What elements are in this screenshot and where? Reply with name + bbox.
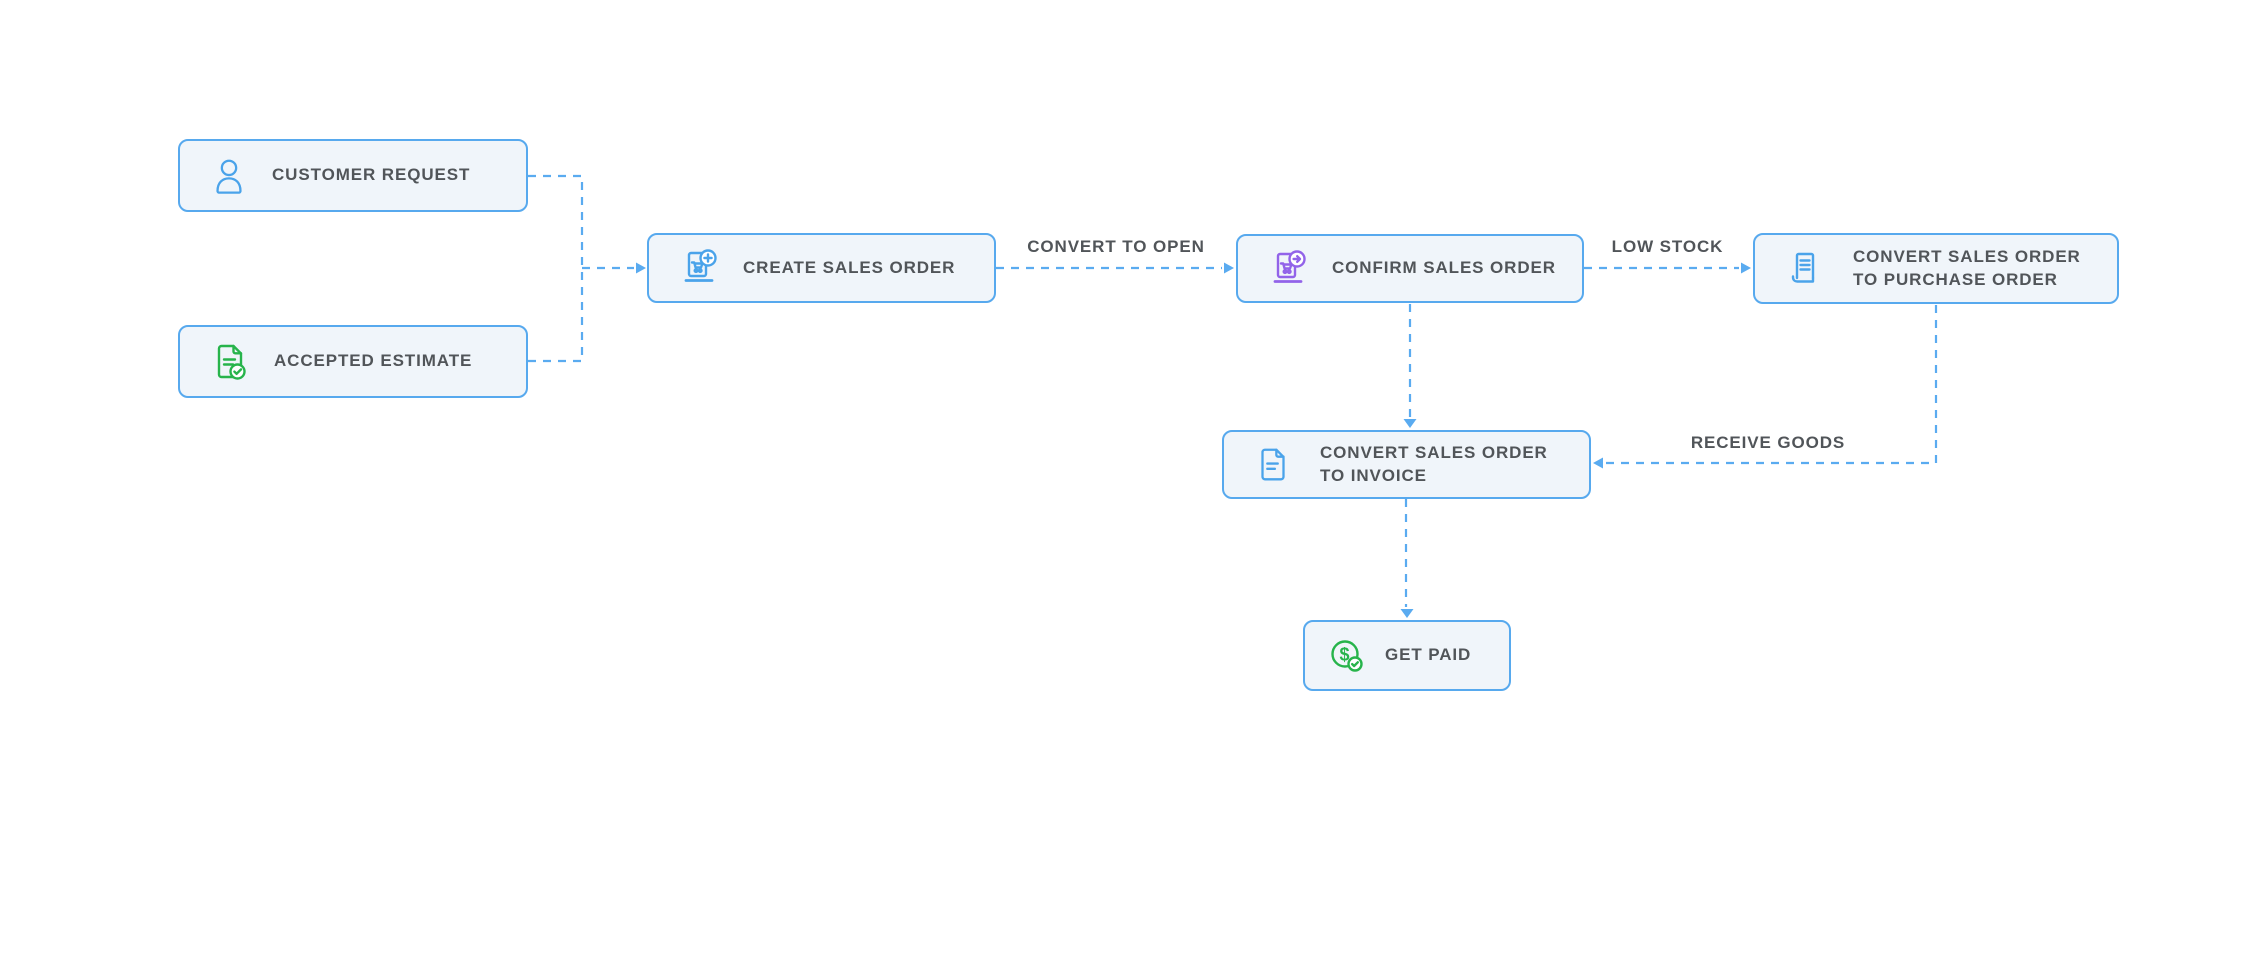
edge-label-convert-to-open: CONVERT TO OPEN	[1027, 237, 1205, 256]
node-accepted-estimate[interactable]: ACCEPTED ESTIMATE	[178, 325, 528, 398]
node-convert-sales-order-to-invoice[interactable]: CONVERT SALES ORDER TO INVOICE	[1222, 430, 1591, 499]
node-convert-sales-order-to-purchase-order[interactable]: CONVERT SALES ORDER TO PURCHASE ORDER	[1753, 233, 2119, 304]
arrowhead-into-invoice-top	[1403, 419, 1417, 428]
sales-order-add-icon	[677, 246, 721, 290]
node-get-paid[interactable]: $ GET PAID	[1303, 620, 1511, 691]
node-label: CONVERT SALES ORDER TO INVOICE	[1320, 443, 1548, 485]
edge-label-receive-goods: RECEIVE GOODS	[1690, 433, 1846, 452]
node-confirm-sales-order[interactable]: CONFIRM SALES ORDER	[1236, 234, 1584, 303]
sales-order-confirm-icon	[1266, 247, 1310, 291]
estimate-accepted-icon	[208, 340, 252, 384]
edge-customer-junction	[528, 174, 584, 363]
node-label: CONFIRM SALES ORDER	[1332, 258, 1556, 278]
edge-label-low-stock: LOW STOCK	[1611, 237, 1724, 256]
arrowhead-into-po	[1741, 262, 1751, 274]
node-label: GET PAID	[1385, 645, 1472, 665]
svg-text:$: $	[1340, 644, 1351, 664]
arrowhead-into-invoice-right	[1593, 457, 1603, 469]
node-customer-request[interactable]: CUSTOMER REQUEST	[178, 139, 528, 212]
customer-person-icon	[208, 155, 250, 197]
arrowhead-into-confirm	[1224, 262, 1234, 274]
node-label: CONVERT SALES ORDER TO PURCHASE ORDER	[1853, 247, 2081, 289]
purchase-order-icon	[1783, 247, 1827, 291]
node-create-sales-order[interactable]: CREATE SALES ORDER	[647, 233, 996, 303]
arrowhead-into-create	[636, 262, 646, 274]
node-label: CREATE SALES ORDER	[743, 257, 956, 277]
arrowhead-into-paid	[1400, 609, 1414, 618]
node-label: ACCEPTED ESTIMATE	[274, 351, 473, 371]
node-label: CUSTOMER REQUEST	[272, 165, 471, 185]
invoice-icon	[1252, 444, 1294, 486]
get-paid-icon: $	[1325, 634, 1369, 678]
